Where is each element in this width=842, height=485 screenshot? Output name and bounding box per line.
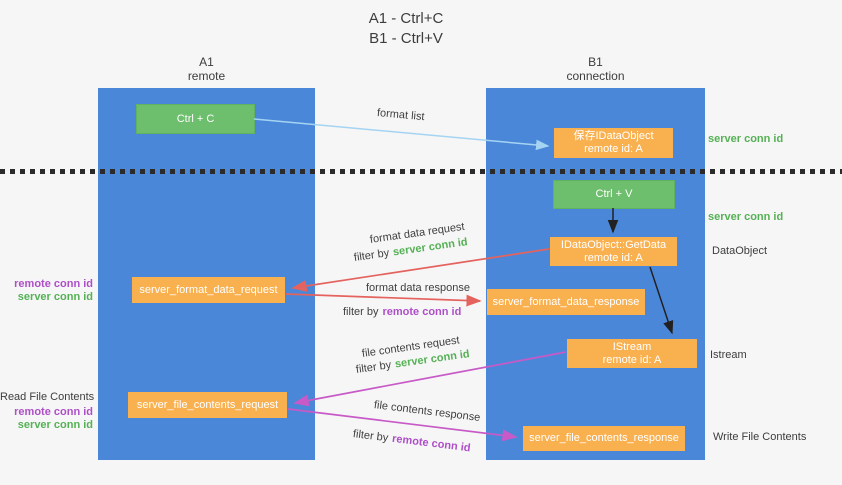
node-istream-line1: IStream xyxy=(612,340,652,353)
copy-paste-separator-dotted-line xyxy=(0,169,842,174)
label-read-file-contents: Read File Contents xyxy=(0,391,95,403)
node-save-idataobject-line1: 保存IDataObject xyxy=(573,130,654,142)
node-server-format-data-response: server_format_data_response xyxy=(487,289,645,315)
node-server-format-data-request: server_format_data_request xyxy=(132,277,285,303)
lane-a1-name: A1 xyxy=(199,55,214,69)
label-remote-conn-id-format: remote conn id xyxy=(14,278,93,290)
node-server-file-contents-request: server_file_contents_request xyxy=(128,392,287,418)
node-idataobject-getdata: IDataObject::GetData remote id: A xyxy=(550,237,677,266)
node-ctrl-v-label: Ctrl + V xyxy=(595,188,633,200)
lane-b1-header: B1 connection xyxy=(486,55,705,83)
diagram-title: A1 - Ctrl+C B1 - Ctrl+V xyxy=(0,9,812,49)
node-format-request-label: server_format_data_request xyxy=(139,283,278,296)
label-server-conn-id-top: server conn id xyxy=(708,133,784,145)
label-write-file-contents: Write File Contents xyxy=(713,431,807,443)
node-save-idataobject-line2: remote id: A xyxy=(584,143,643,155)
node-ctrl-c-label: Ctrl + C xyxy=(176,112,215,125)
diagram-title-line2: B1 - Ctrl+V xyxy=(369,30,443,47)
arrow-format-data-response xyxy=(285,293,482,307)
filter-remote-conn-id-value: remote conn id xyxy=(391,432,472,455)
label-server-conn-id-file: server conn id xyxy=(17,419,93,431)
filter-by-prefix: filter by xyxy=(343,306,379,318)
filter-by-prefix: filter by xyxy=(353,247,390,264)
label-format-data-response: format data response xyxy=(366,282,470,294)
node-file-request-label: server_file_contents_request xyxy=(136,398,279,411)
filter-by-prefix: filter by xyxy=(355,359,392,376)
label-remote-conn-id-file: remote conn id xyxy=(14,406,93,418)
label-format-list: format list xyxy=(376,107,426,124)
filter-by-prefix: filter by xyxy=(352,428,389,445)
node-getdata-line1: IDataObject::GetData xyxy=(560,238,667,251)
node-ctrl-c: Ctrl + C xyxy=(136,104,255,134)
label-dataobject: DataObject xyxy=(712,245,768,257)
lane-b1-subtitle: connection xyxy=(566,69,625,83)
label-istream: Istream xyxy=(710,349,747,361)
node-save-idataobject: 保存IDataObject remote id: A xyxy=(554,128,673,158)
filter-remote-conn-id-value: remote conn id xyxy=(382,306,462,318)
lane-a1-header: A1 remote xyxy=(98,55,315,83)
label-server-conn-id-mid: server conn id xyxy=(708,211,784,223)
label-file-contents-response: file contents response xyxy=(373,399,481,424)
lane-b1-name: B1 xyxy=(588,55,603,69)
node-istream-line2: remote id: A xyxy=(602,353,662,366)
node-format-response-label: server_format_data_response xyxy=(492,295,640,308)
node-getdata-line2: remote id: A xyxy=(584,251,643,264)
node-file-response-label: server_file_contents_response xyxy=(529,432,679,444)
node-ctrl-v: Ctrl + V xyxy=(553,180,675,209)
lane-a1-subtitle: remote xyxy=(187,69,226,83)
node-server-file-contents-response: server_file_contents_response xyxy=(523,426,685,451)
node-istream: IStream remote id: A xyxy=(567,339,697,368)
diagram-title-line1: A1 - Ctrl+C xyxy=(368,10,444,27)
label-server-conn-id-format: server conn id xyxy=(17,291,93,303)
